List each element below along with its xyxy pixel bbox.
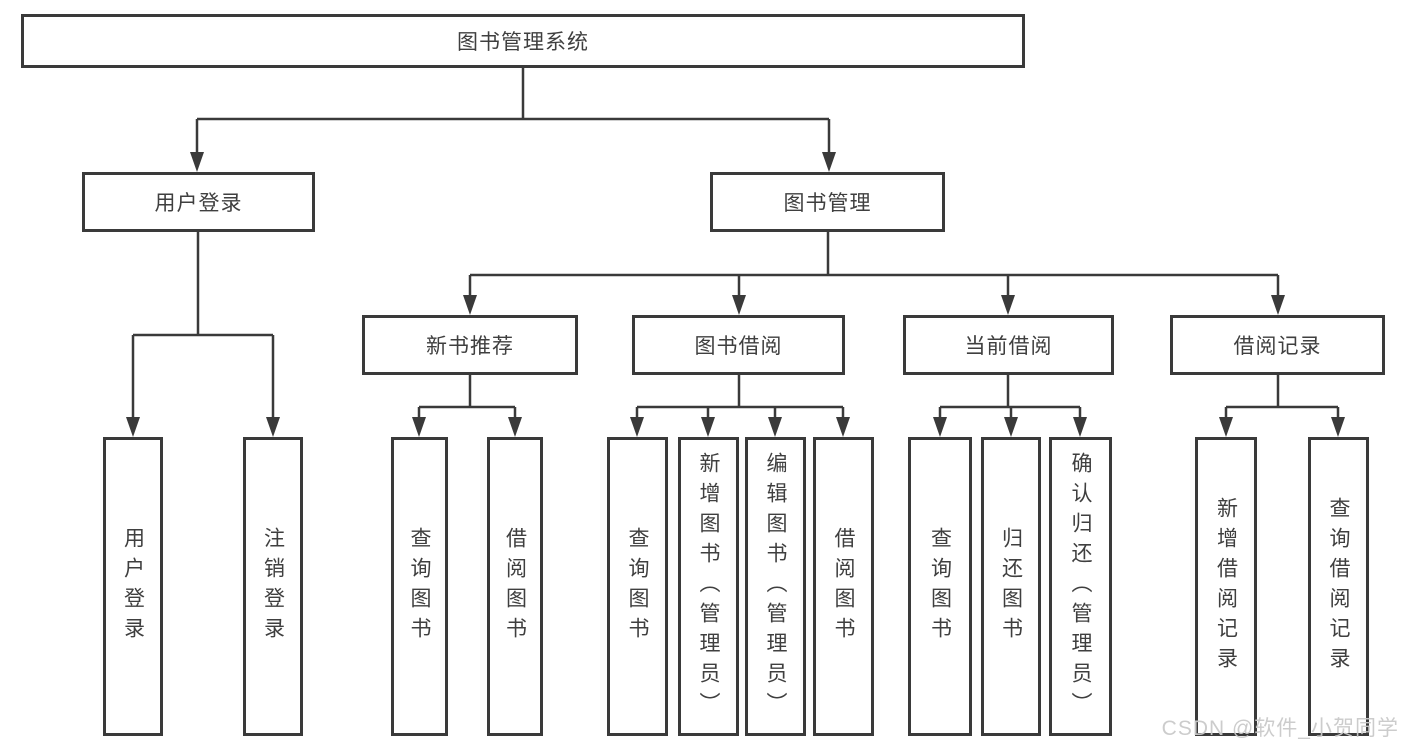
node-label: 当前借阅 [964,335,1053,358]
leaf-query-books-current: 查询图书 [908,437,972,736]
node-library-management-system: 图书管理系统 [21,14,1025,68]
node-label: 新增借阅记录 [1214,496,1238,677]
node-label: 借阅记录 [1233,335,1322,358]
node-label: 注销登录 [261,526,285,647]
node-label: 用户登录 [154,192,243,215]
node-label: 查询图书 [626,526,649,647]
leaf-confirm-return-admin: 确认归还（管理员） [1049,437,1112,736]
node-label: 用户登录 [121,526,145,647]
node-label: 图书管理系统 [457,31,589,54]
node-borrowing-records: 借阅记录 [1170,315,1385,375]
node-label: 借阅图书 [832,526,855,647]
node-label: 查询图书 [408,526,431,647]
leaf-edit-books-admin: 编辑图书（管理员） [745,437,806,736]
leaf-return-books: 归还图书 [981,437,1041,736]
leaf-query-borrow-record: 查询借阅记录 [1308,437,1369,736]
leaf-borrow-books-recommend: 借阅图书 [487,437,543,736]
leaf-user-login: 用户登录 [103,437,163,736]
leaf-add-borrow-record: 新增借阅记录 [1195,437,1257,736]
node-current-borrowing: 当前借阅 [903,315,1114,375]
leaf-query-books-borrowing: 查询图书 [607,437,668,736]
leaf-logout: 注销登录 [243,437,303,736]
node-book-borrowing: 图书借阅 [632,315,845,375]
node-label: 编辑图书（管理员） [764,451,787,722]
node-label: 归还图书 [999,526,1023,647]
node-label: 查询图书 [928,526,952,647]
leaf-add-books-admin: 新增图书（管理员） [678,437,739,736]
node-label: 借阅图书 [503,526,527,647]
node-book-management: 图书管理 [710,172,945,232]
node-label: 图书管理 [783,192,872,215]
node-label: 新书推荐 [426,335,514,358]
node-label: 确认归还（管理员） [1069,451,1092,722]
node-label: 图书借阅 [694,335,783,358]
node-new-book-recommendation: 新书推荐 [362,315,578,375]
leaf-borrow-books-borrowing: 借阅图书 [813,437,874,736]
node-label: 查询借阅记录 [1327,496,1350,677]
leaf-query-books-recommend: 查询图书 [391,437,448,736]
node-user-login: 用户登录 [82,172,315,232]
watermark: CSDN @软件_小贺同学 [1161,717,1399,740]
node-label: 新增图书（管理员） [697,451,720,722]
